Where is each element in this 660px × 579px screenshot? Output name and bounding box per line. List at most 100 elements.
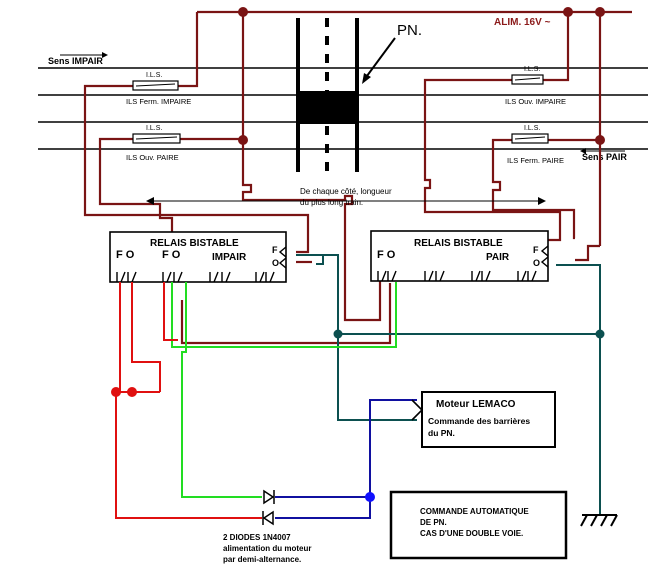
- pn-label: PN.: [397, 22, 422, 39]
- relay-impair-fo-1: F O: [116, 249, 135, 261]
- contact: [255, 271, 265, 283]
- pn-arrow: [363, 37, 396, 81]
- ils-sensors: I.L.S. ILS Ferm. IMPAIRE I.L.S. ILS Ouv.…: [126, 66, 566, 165]
- contact: [116, 271, 126, 283]
- wire-ils-op-to-relay: [98, 137, 174, 244]
- ils-ferm-paire-label: ILS Ferm. PAIRE: [507, 156, 564, 165]
- title-block: COMMANDE AUTOMATIQUE DE PN. CAS D'UNE DO…: [389, 490, 568, 560]
- wire-impair-coil-common: [296, 254, 324, 265]
- green-wiring: [171, 282, 397, 498]
- brown-junctions: [238, 7, 605, 145]
- title-box: [389, 490, 568, 560]
- relay-impair: RELAIS BISTABLE IMPAIR F O F O F O: [109, 231, 287, 283]
- ils-reed: [514, 136, 546, 140]
- ground-hatch: [610, 514, 618, 527]
- train-length-indicator: De chaque côté, longueur du plus long tr…: [146, 187, 546, 207]
- wire-green-to-diode: [181, 282, 262, 498]
- wire-red-to-diode: [115, 392, 262, 519]
- level-crossing: PN.: [296, 18, 422, 172]
- ground-hatch: [600, 514, 608, 527]
- teal-junctions: [333, 329, 605, 339]
- direction-pair-label: Sens PAIR: [582, 152, 627, 162]
- wire-common-to-motor: [337, 334, 417, 421]
- contact: [377, 270, 387, 282]
- title-line-1: COMMANDE AUTOMATIQUE: [420, 507, 529, 516]
- diodes: [262, 489, 275, 526]
- relay-impair-coil-o: O: [272, 258, 279, 268]
- ils-ouv-paire: I.L.S. ILS Ouv. PAIRE: [126, 125, 181, 162]
- train-length-text-2: du plus long train.: [300, 198, 363, 207]
- wire-blue-2: [275, 399, 417, 519]
- relay-pair: RELAIS BISTABLE PAIR F O F O: [370, 230, 549, 282]
- contact: [424, 270, 434, 282]
- junction-common-right: [595, 329, 605, 339]
- contact: [527, 270, 537, 282]
- junction-blue: [365, 492, 375, 502]
- contact: [209, 271, 219, 283]
- junction-ils-fp: [595, 135, 605, 145]
- ils-ferm-impaire: I.L.S. ILS Ferm. IMPAIRE: [126, 72, 191, 106]
- ils-ferm-paire: I.L.S. ILS Ferm. PAIRE: [507, 125, 564, 165]
- junction-ils-op: [238, 135, 248, 145]
- ils-tag: I.L.S.: [146, 125, 162, 132]
- relay-impair-title: RELAIS BISTABLE: [150, 238, 239, 249]
- title-line-3: CAS D'UNE DOUBLE VOIE.: [420, 529, 523, 538]
- relay-pair-coil-o: O: [533, 258, 540, 268]
- diode-2: [262, 510, 274, 526]
- relay-impair-sub: IMPAIR: [212, 252, 247, 263]
- contact: [435, 270, 445, 282]
- contact: [387, 270, 397, 282]
- wire-bus-to-ils-fi: [178, 12, 199, 88]
- motor-box: [421, 391, 556, 448]
- diodes-label-3: par demi-alternance.: [223, 555, 301, 564]
- wire-red-2: [131, 282, 161, 392]
- ils-ferm-impaire-label: ILS Ferm. IMPAIRE: [126, 97, 191, 106]
- red-junctions: [111, 387, 137, 397]
- coil-terminal-o: [540, 256, 549, 268]
- contact: [471, 270, 481, 282]
- wire-ils-oi-to-relay-pair: [423, 78, 562, 242]
- ground-hatch: [580, 514, 588, 527]
- diodes-label-2: alimentation du moteur: [223, 544, 311, 553]
- direction-pair-arrowhead: [580, 148, 586, 154]
- wire-common-bus: [323, 254, 600, 335]
- coil-terminal-o: [278, 257, 287, 269]
- ground-hatch: [590, 514, 598, 527]
- ils-ouv-impaire: I.L.S. ILS Ouv. IMPAIRE: [505, 66, 566, 106]
- wire-pair-o-loop: [180, 283, 392, 345]
- motor-line-2: du PN.: [428, 428, 455, 438]
- relay-pair-contacts: [377, 245, 549, 282]
- ils-tag: I.L.S.: [146, 72, 162, 79]
- title-line-2: DE PN.: [420, 518, 447, 527]
- ils-reed: [135, 136, 178, 140]
- arrowhead-left: [146, 197, 154, 205]
- crossing-deck: [297, 91, 358, 124]
- pn-arrow-head: [362, 73, 371, 84]
- direction-impair-arrowhead: [102, 52, 108, 58]
- motor-title: Moteur LEMACO: [436, 399, 516, 410]
- motor-terminal: [411, 399, 424, 421]
- ils-ouv-paire-label: ILS Ouv. PAIRE: [126, 153, 179, 162]
- ils-tag: I.L.S.: [524, 125, 540, 132]
- contact: [481, 270, 491, 282]
- coil-terminal-f: [278, 246, 287, 258]
- relay-pair-sub: PAIR: [486, 252, 510, 263]
- ground-symbol: [580, 514, 618, 527]
- contact: [265, 271, 275, 283]
- direction-labels: Sens IMPAIR Sens PAIR: [48, 52, 627, 162]
- junction-bus-right-1: [563, 7, 573, 17]
- diodes-label-1: 2 DIODES 1N4007: [223, 533, 291, 542]
- ils-reed: [514, 77, 541, 81]
- ils-tag: I.L.S.: [524, 66, 540, 73]
- relay-impair-fo-2: F O: [162, 249, 181, 261]
- wire-left-run: [241, 140, 382, 322]
- motor-lemaco: Moteur LEMACO Commande des barrières du …: [411, 391, 556, 448]
- relay-impair-contacts: [116, 246, 287, 283]
- blue-wiring: [275, 399, 417, 519]
- junction-common-left: [333, 329, 343, 339]
- brown-wiring: [83, 10, 632, 345]
- junction-red-1: [111, 387, 121, 397]
- power-supply-label: ALIM. 16V ~: [494, 17, 551, 28]
- junction-bus-right-2: [595, 7, 605, 17]
